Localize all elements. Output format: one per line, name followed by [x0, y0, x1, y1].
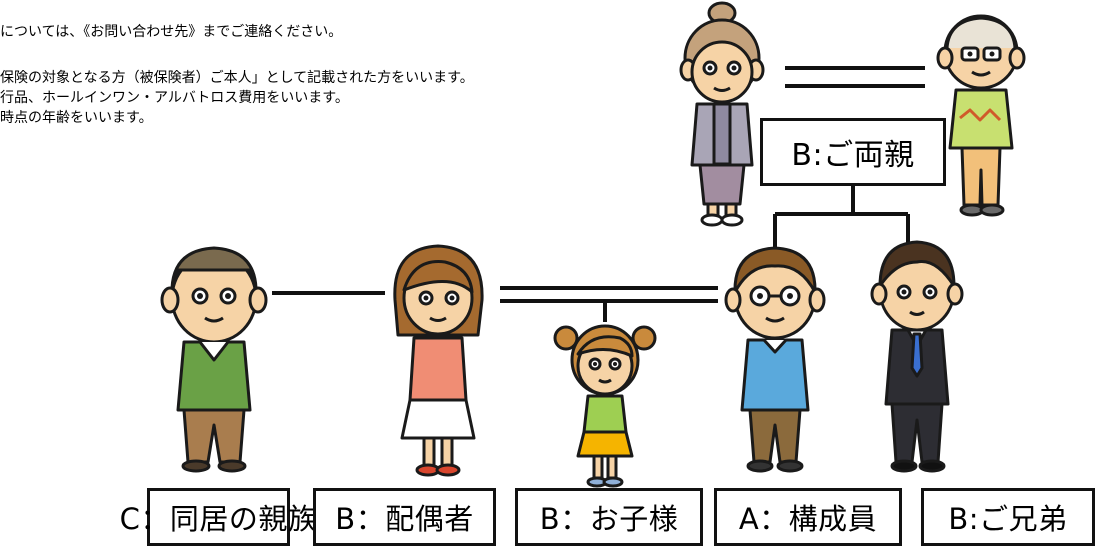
note-line-3: 行品、ホールインワン・アルバトロス費用をいいます。 [0, 90, 349, 106]
siblings-label-box: B:ご兄弟 [921, 488, 1095, 546]
note-line-4: 時点の年齢をいいます。 [0, 110, 153, 126]
grandmother-figure [679, 1, 765, 227]
child-figure [553, 324, 657, 488]
spouse-figure [393, 244, 484, 477]
relatives-label-box: C：同居の親族 [120, 488, 317, 546]
member-figure [724, 246, 826, 473]
children-label-box: B：お子様 [515, 488, 703, 546]
member-label-box: A：構成員 [714, 488, 902, 546]
sibling-figure [870, 240, 964, 473]
note-line-2: 保険の対象となる方（被保険者）ご本人」として記載された方をいいます。 [0, 70, 474, 86]
grandfather-figure [936, 14, 1026, 217]
parents-label-box: B:ご両親 [760, 118, 946, 186]
note-line-1: については、《お問い合わせ先》までご連絡ください。 [0, 24, 343, 40]
spouse-label-box: B：配偶者 [313, 488, 496, 546]
relative-figure [160, 246, 268, 473]
